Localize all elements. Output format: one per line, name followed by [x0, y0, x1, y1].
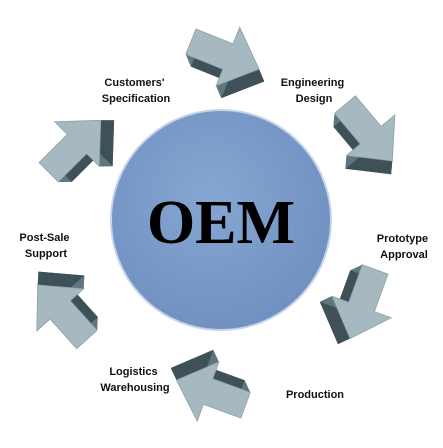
- arrow-edge-face: [185, 54, 229, 82]
- arrow-edge-face: [319, 296, 351, 345]
- step-label-prototype-approval: Prototype Approval: [377, 233, 431, 261]
- cycle-arrows: [36, 26, 396, 423]
- arrow-edge-face: [58, 153, 100, 182]
- step-label-engineering-design: Engineering Design: [281, 77, 348, 105]
- cycle-arrow-post-sale-support: [36, 271, 98, 350]
- cycle-arrow-logistics-warehousing: [170, 349, 251, 423]
- arrow-edge-face: [70, 287, 98, 331]
- cycle-arrow-production: [319, 264, 393, 345]
- arrow-edge-face: [216, 69, 265, 99]
- arrow-edge-face: [170, 349, 219, 381]
- cycle-arrow-customers-specification: [38, 119, 115, 183]
- arrow-front-face: [175, 361, 251, 423]
- arrow-front-face: [331, 264, 393, 340]
- step-label-logistics-warehousing: Logistics Warehousing: [100, 366, 169, 394]
- step-label-post-sale-support: Post-Sale Support: [19, 232, 72, 260]
- step-label-production: Production: [286, 389, 344, 401]
- arrow-edge-face: [99, 120, 115, 167]
- oem-center-label: OEM: [147, 189, 295, 257]
- arrow-front-face: [38, 119, 102, 183]
- arrow-front-face: [36, 284, 98, 350]
- step-label-customers-specification: Customers' Specification: [102, 77, 171, 105]
- arrow-front-face: [334, 95, 396, 162]
- arrow-edge-face: [207, 366, 251, 393]
- arrow-edge-face: [336, 264, 363, 308]
- oem-center-circle: [110, 109, 332, 331]
- arrow-edge-face: [333, 113, 361, 158]
- arrow-edge-face: [345, 155, 393, 175]
- arrow-edge-face: [37, 271, 85, 289]
- cycle-arrow-prototype-approval: [333, 95, 396, 175]
- arrow-front-face: [185, 26, 260, 87]
- cycle-arrow-engineering-design: [185, 26, 265, 99]
